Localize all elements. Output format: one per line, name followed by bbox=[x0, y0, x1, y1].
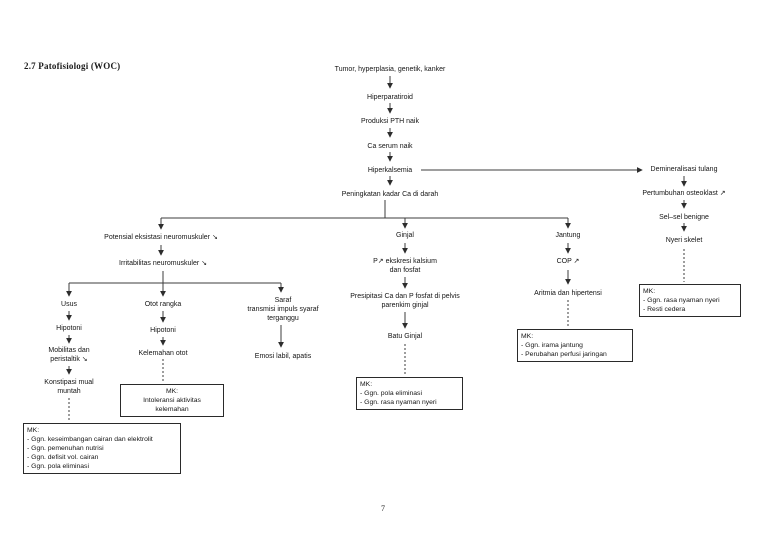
mk-box-jantung-item: - Perubahan perfusi jaringan bbox=[521, 351, 607, 358]
node-ekskresi: P↗ ekskresi kalsium dan fosfat bbox=[373, 257, 437, 275]
mk-box-jantung-title: MK: bbox=[521, 333, 534, 340]
mk-box-ginjal: MK: - Ggn. pola eliminasi - Ggn. rasa ny… bbox=[356, 377, 463, 410]
node-sel-benigne: Sel–sel benigne bbox=[659, 214, 709, 221]
node-ekskresi-line1: P↗ ekskresi kalsium bbox=[373, 258, 437, 265]
mk-box-otot: MK: Intoleransi aktivitas kelemahan bbox=[120, 384, 224, 417]
mk-box-ginjal-title: MK: bbox=[360, 381, 373, 388]
node-tumor: Tumor, hyperplasia, genetik, kanker bbox=[334, 66, 446, 73]
mk-box-skelet-item: - Resti cedera bbox=[643, 306, 686, 313]
mk-box-jantung: MK: - Ggn. irama jantung - Perubahan per… bbox=[517, 329, 633, 362]
node-kelemahan-otot: Kelemahan otot bbox=[138, 350, 188, 357]
node-peningkatan-ca: Peningkatan kadar Ca di darah bbox=[341, 191, 439, 198]
mk-box-usus: MK: - Ggn. keseimbangan cairan dan elekt… bbox=[23, 423, 181, 474]
node-aritmia: Aritmia dan hipertensi bbox=[534, 290, 602, 297]
node-hiperkalsemia: Hiperkalsemia bbox=[367, 167, 413, 174]
node-saraf: Saraf transmisi impuls syaraf terganggu bbox=[247, 296, 318, 323]
mk-box-usus-item: - Ggn. defisit vol. cairan bbox=[27, 454, 99, 461]
mk-box-otot-title: MK: bbox=[165, 388, 179, 395]
node-produksi-pth: Produksi PTH naik bbox=[361, 118, 419, 125]
node-ekskresi-line2: dan fosfat bbox=[389, 267, 421, 274]
node-ca-serum: Ca serum naik bbox=[367, 143, 413, 150]
node-hipotoni-usus: Hipotoni bbox=[56, 325, 82, 332]
mk-box-otot-item: kelemahan bbox=[155, 406, 189, 413]
node-hiperparatiroid: Hiperparatiroid bbox=[367, 94, 413, 101]
mk-box-skelet: MK: - Ggn. rasa nyaman nyeri - Resti ced… bbox=[639, 284, 741, 317]
node-konstipasi-line1: Konstipasi mual bbox=[44, 379, 94, 386]
page-number: 7 bbox=[381, 504, 385, 513]
node-konstipasi: Konstipasi mual muntah bbox=[44, 378, 93, 396]
node-presipitasi-line2: parenkim ginjal bbox=[381, 302, 429, 309]
node-otot-rangka: Otot rangka bbox=[144, 301, 182, 308]
node-cop: COP ↗ bbox=[556, 258, 580, 265]
node-saraf-line3: terganggu bbox=[267, 315, 299, 322]
node-mobilitas: Mobilitas dan peristaltik ↘ bbox=[48, 346, 89, 364]
mk-box-otot-item: Intoleransi aktivitas bbox=[143, 397, 201, 404]
node-emosi: Emosi labil, apatis bbox=[254, 353, 312, 360]
node-irritabilitas: Irritabilitas neuromuskuler ↘ bbox=[119, 260, 207, 267]
mk-box-ginjal-item: - Ggn. rasa nyaman nyeri bbox=[360, 399, 437, 406]
mk-box-usus-item: - Ggn. keseimbangan cairan dan elektroli… bbox=[27, 436, 153, 443]
mk-box-skelet-item: - Ggn. rasa nyaman nyeri bbox=[643, 297, 720, 304]
mk-box-usus-item: - Ggn. pola eliminasi bbox=[27, 463, 89, 470]
node-osteoklast: Pertumbuhan osteoklast ↗ bbox=[642, 190, 726, 197]
mk-box-ginjal-item: - Ggn. pola eliminasi bbox=[360, 390, 422, 397]
node-saraf-line2: transmisi impuls syaraf bbox=[247, 306, 319, 313]
mk-box-jantung-item: - Ggn. irama jantung bbox=[521, 342, 583, 349]
node-nyeri-skelet: Nyeri skelet bbox=[665, 237, 703, 244]
section-title: 2.7 Patofisiologi (WOC) bbox=[24, 61, 121, 71]
mk-box-usus-item: - Ggn. pemenuhan nutrisi bbox=[27, 445, 104, 452]
node-saraf-line1: Saraf bbox=[274, 297, 292, 304]
node-mobilitas-line2: peristaltik ↘ bbox=[50, 356, 88, 363]
node-demineralisasi: Demineralisasi tulang bbox=[650, 166, 718, 173]
node-jantung: Jantung bbox=[555, 232, 581, 239]
node-batu-ginjal: Batu Ginjal bbox=[387, 333, 423, 340]
node-ginjal: Ginjal bbox=[396, 232, 414, 239]
node-konstipasi-line2: muntah bbox=[57, 388, 81, 395]
mk-box-usus-title: MK: bbox=[27, 427, 40, 434]
node-hipotoni-otot: Hipotoni bbox=[150, 327, 176, 334]
node-mobilitas-line1: Mobilitas dan bbox=[48, 347, 90, 354]
mk-box-skelet-title: MK: bbox=[643, 288, 656, 295]
node-potensial-eksistasi: Potensial eksistasi neuromuskuler ↘ bbox=[104, 234, 218, 241]
node-presipitasi-line1: Presipitasi Ca dan P fosfat di pelvis bbox=[350, 293, 460, 300]
node-usus: Usus bbox=[61, 301, 77, 308]
node-presipitasi: Presipitasi Ca dan P fosfat di pelvis pa… bbox=[350, 292, 460, 310]
